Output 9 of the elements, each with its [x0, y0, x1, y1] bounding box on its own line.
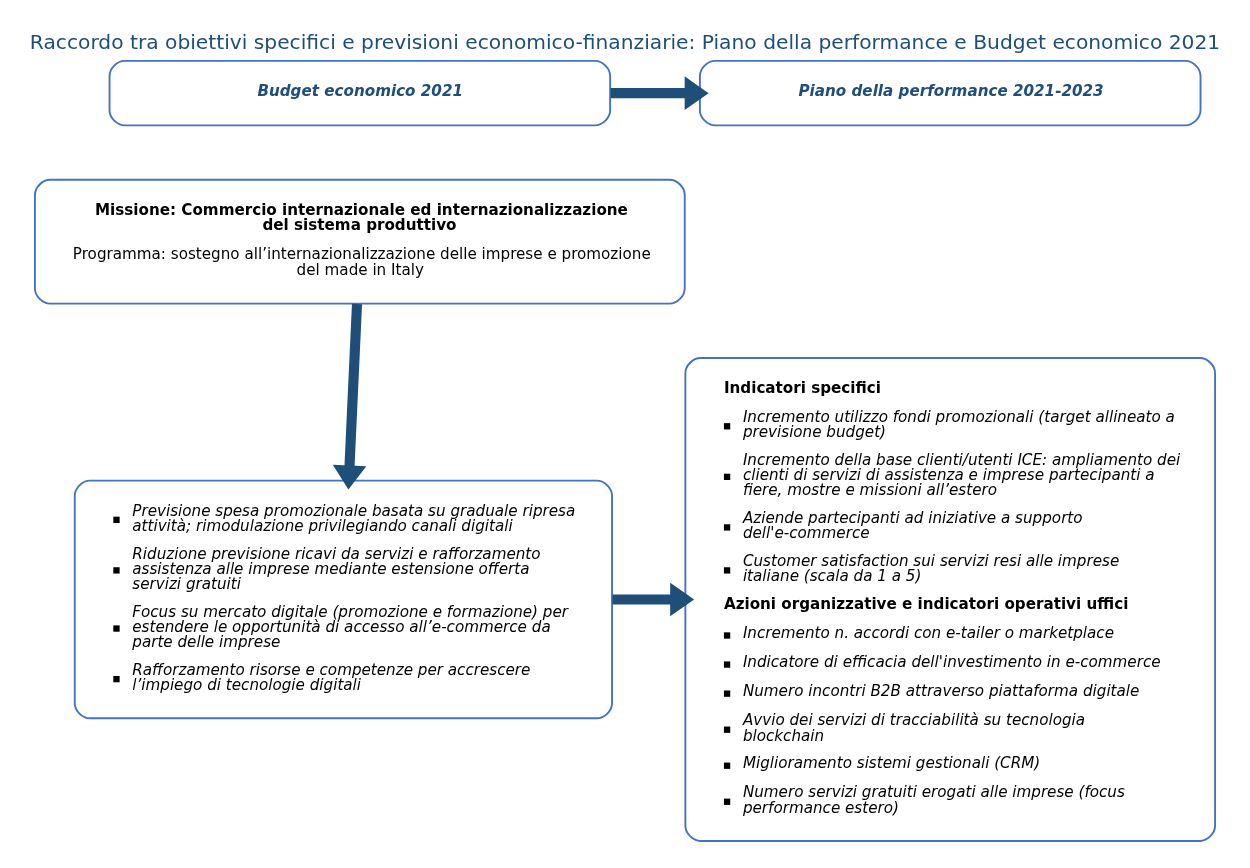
arrow — [612, 582, 695, 616]
diagram-title: Raccordo tra obiettivi specifici e previsioni economico-finanziarie: Piano della performance e Budget economico 2021 — [29, 29, 1221, 54]
arrow — [610, 75, 709, 110]
node-box: Previsione spesa promozionale basata su graduale ripresa attività; rimodulazione privilegiando canali digitali Riduzione previsione ricavi da servizi e rafforzamento assistenza alle imprese mediante estensione offerta servizi gratuiti Focus su mercato digitale (promozione e formazione) per estendere le opportunità di accesso all’e-commerce da parte delle imprese Rafforzamento risorse e competenze per accrescere l’impiego di tecnologie digitali — [73, 479, 613, 719]
node-box: Indicatori specifici Incremento utilizzo fondi promozionali (target allineato a previsione budget) Incremento della base clienti/utenti ICE: ampliamento dei clienti di servizi di assistenza e imprese partecipanti a fiere, mostre e missioni all’estero Aziende partecipanti ad iniziative a supporto dell'e-commerce Customer satisfaction sui servizi resi alle imprese italiane (scala da 1 a 5) Azioni organizzative e indicatori operativi uffici Incremento n. accordi con e-tailer o marketplace Indicatore di efficacia dell'investimento in e-commerce Numero incontri B2B attraverso piattaforma digitale Avvio dei servizi di tracciabilità su tecnologia blockchain Miglioramento sistemi gestionali (CRM) Numero servizi gratuiti erogati alle imprese (focus performance estero) — [684, 356, 1216, 842]
node-box: Missione: Commercio internazionale ed internazionalizzazione del sistema produttivo Programma: sostegno all’internazionalizzazione delle imprese e promozione del made in Italy — [34, 178, 686, 305]
node-box: Piano della performance 2021-2023 — [698, 59, 1202, 126]
node-box: Budget economico 2021 — [108, 59, 612, 126]
arrow — [332, 303, 367, 489]
